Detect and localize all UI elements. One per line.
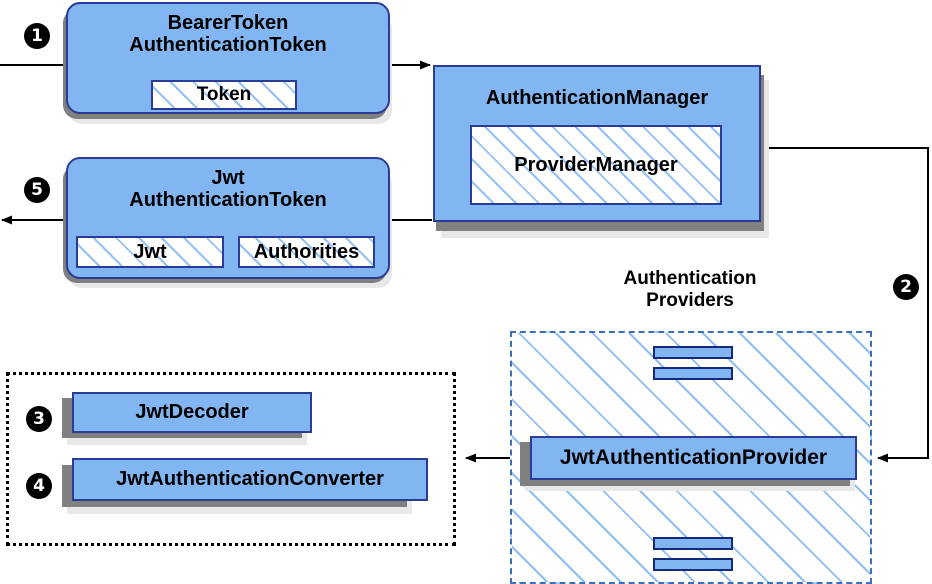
provider-stack-bar-top-2: [653, 367, 733, 380]
node-jwt-authentication-provider-title: JwtAuthenticationProvider: [559, 446, 828, 470]
authentication-providers-caption: Authentication Providers: [623, 268, 757, 311]
provider-stack-bar-bottom-1: [653, 537, 733, 550]
marker-step-2: 2: [893, 274, 919, 300]
node-authentication-manager-title: AuthenticationManager: [485, 87, 709, 109]
node-jwt-authentication-token-title: Jwt AuthenticationToken: [129, 167, 327, 212]
field-authorities: Authorities: [238, 236, 375, 268]
marker-step-4: 4: [26, 473, 52, 499]
marker-step-3: 3: [26, 406, 52, 432]
node-bearer-token-title: BearerToken AuthenticationToken: [129, 12, 327, 57]
marker-step-5: 5: [24, 177, 50, 203]
field-jwt: Jwt: [76, 236, 224, 268]
jwt-helpers-group: [6, 372, 456, 546]
field-token-label: Token: [196, 84, 252, 105]
field-provider-manager-label: ProviderManager: [514, 153, 678, 176]
field-jwt-label: Jwt: [133, 240, 167, 263]
node-jwt-authentication-converter[interactable]: JwtAuthenticationConverter: [72, 458, 428, 501]
node-jwt-decoder-title: JwtDecoder: [135, 401, 249, 424]
line-manager-to-provider: [760, 147, 929, 463]
field-authorities-label: Authorities: [253, 240, 360, 263]
node-jwt-authentication-converter-title: JwtAuthenticationConverter: [116, 468, 384, 491]
node-jwt-decoder[interactable]: JwtDecoder: [72, 392, 312, 433]
field-token: Token: [151, 80, 297, 110]
provider-stack-bar-bottom-2: [653, 558, 733, 571]
field-provider-manager: ProviderManager: [470, 125, 722, 205]
node-jwt-authentication-provider[interactable]: JwtAuthenticationProvider: [530, 436, 857, 480]
marker-step-1: 1: [24, 23, 50, 49]
provider-stack-bar-top-1: [653, 346, 733, 359]
